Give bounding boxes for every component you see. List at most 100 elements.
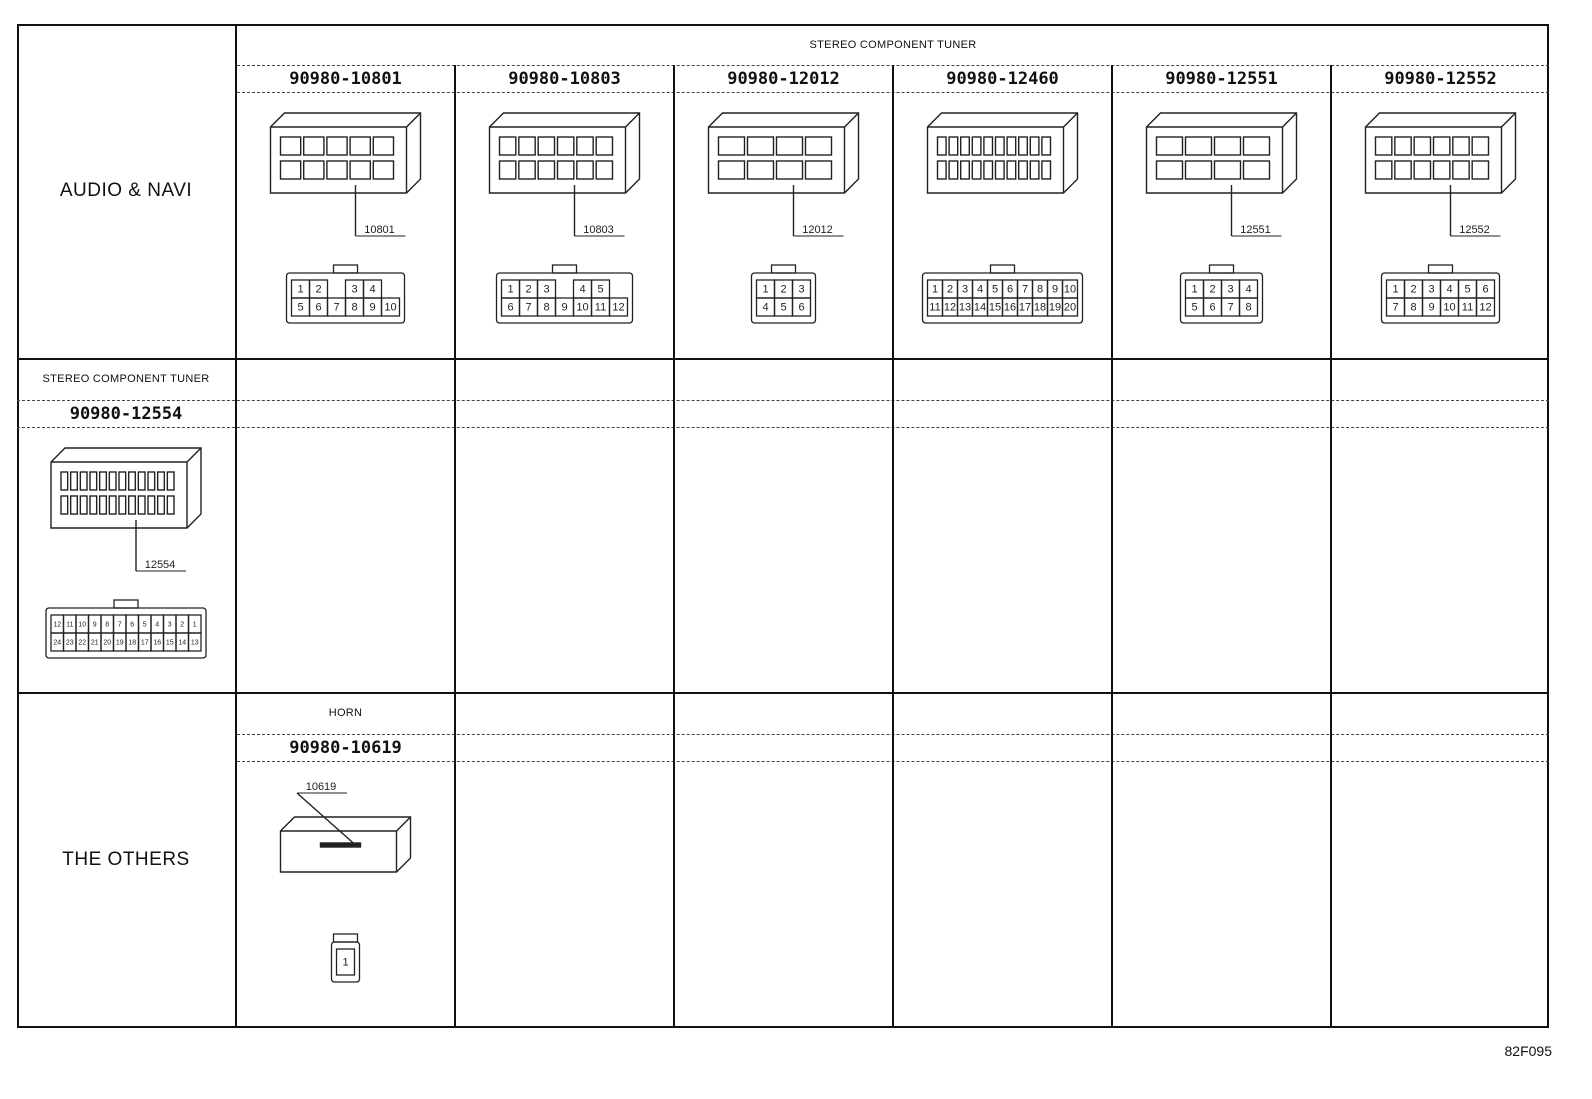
- pin-number: 7: [1227, 302, 1233, 314]
- pin-number: 1: [193, 621, 197, 628]
- pin-number: 4: [1446, 284, 1452, 296]
- connector-label: 12551: [1240, 224, 1271, 236]
- pin-number: 3: [798, 284, 804, 296]
- part-number: 90980-10803: [508, 68, 621, 89]
- pin-number: 6: [315, 302, 321, 314]
- pin-number: 11: [66, 621, 73, 628]
- pin-number: 6: [1482, 284, 1488, 296]
- pin-number: 11: [929, 302, 940, 314]
- pin-number: 1: [932, 284, 938, 296]
- pin-number: 15: [989, 302, 1001, 314]
- pin-number: 4: [762, 302, 768, 314]
- pin-number: 5: [992, 284, 998, 296]
- pin-number: 6: [1007, 284, 1013, 296]
- pin-number: 4: [579, 284, 585, 296]
- pin-number: 8: [105, 621, 109, 628]
- pin-number: 24: [53, 639, 61, 646]
- pin-number: 15: [166, 639, 174, 646]
- pin-number: 7: [1022, 284, 1028, 296]
- pin-number: 7: [333, 302, 339, 314]
- pin-number: 18: [1034, 302, 1046, 314]
- pin-number: 3: [543, 284, 549, 296]
- pin-number: 10: [576, 302, 588, 314]
- pin-number: 8: [1037, 284, 1043, 296]
- divider: [673, 65, 675, 1028]
- pin-number: 8: [1410, 302, 1416, 314]
- pin-number: 5: [143, 621, 147, 628]
- pin-number: 1: [507, 284, 513, 296]
- pin-number: 3: [1227, 284, 1233, 296]
- part-number: 90980-12012: [727, 68, 840, 89]
- pin-number: 3: [351, 284, 357, 296]
- pin-number: 17: [141, 639, 149, 646]
- pin-number: 10: [384, 302, 396, 314]
- figure-id: 82F095: [1504, 1043, 1552, 1059]
- pin-number: 21: [91, 639, 99, 646]
- pin-number: 2: [525, 284, 531, 296]
- pin-number: 5: [297, 302, 303, 314]
- pin-number: 7: [525, 302, 531, 314]
- connector-body-sketch: [50, 447, 202, 529]
- pin-number: 9: [1052, 284, 1058, 296]
- pin-number: 9: [1428, 302, 1434, 314]
- pin-number: 16: [1004, 302, 1016, 314]
- divider: [454, 65, 456, 1028]
- pin-number: 20: [103, 639, 111, 646]
- connector-body-sketch: [707, 112, 860, 194]
- group-header-stereo: STEREO COMPONENT TUNER: [42, 373, 210, 385]
- connector-label: 12012: [802, 224, 833, 236]
- pin-number: 13: [191, 639, 199, 646]
- pin-number: 20: [1064, 302, 1076, 314]
- pin-number: 3: [962, 284, 968, 296]
- pin-number: 9: [369, 302, 375, 314]
- connector-table: [17, 24, 1549, 1028]
- pin-number: 7: [1392, 302, 1398, 314]
- pin-number: 2: [1209, 284, 1215, 296]
- divider: [17, 400, 1549, 401]
- pin-number: 23: [66, 639, 74, 646]
- connector-label: 12552: [1459, 224, 1490, 236]
- pin-number: 1: [342, 957, 348, 969]
- pin-number: 3: [168, 621, 172, 628]
- connector-label: 12554: [145, 559, 176, 571]
- pin-number: 14: [974, 302, 986, 314]
- pin-number: 16: [153, 639, 161, 646]
- pin-number: 5: [780, 302, 786, 314]
- divider: [17, 692, 1549, 694]
- pin-number: 8: [543, 302, 549, 314]
- pin-number: 5: [1464, 284, 1470, 296]
- pin-number: 3: [1428, 284, 1434, 296]
- pin-face-diagram: 1: [330, 933, 361, 983]
- pin-number: 10: [78, 621, 86, 628]
- divider: [1111, 65, 1113, 1028]
- pin-number: 10: [1443, 302, 1455, 314]
- divider: [1330, 65, 1332, 1028]
- pin-number: 22: [78, 639, 86, 646]
- part-number: 90980-12460: [946, 68, 1059, 89]
- pin-number: 1: [762, 284, 768, 296]
- pin-number: 12: [944, 302, 956, 314]
- connector-label: 10803: [583, 224, 614, 236]
- divider: [17, 427, 1549, 428]
- pin-number: 6: [507, 302, 513, 314]
- pin-number: 7: [118, 621, 122, 628]
- pin-number: 8: [351, 302, 357, 314]
- part-number: 90980-12552: [1384, 68, 1497, 89]
- pin-number: 9: [93, 621, 97, 628]
- connector-body-sketch: [1145, 112, 1298, 194]
- pin-number: 19: [1049, 302, 1061, 314]
- pin-number: 11: [1462, 302, 1473, 314]
- pin-number: 8: [1245, 302, 1251, 314]
